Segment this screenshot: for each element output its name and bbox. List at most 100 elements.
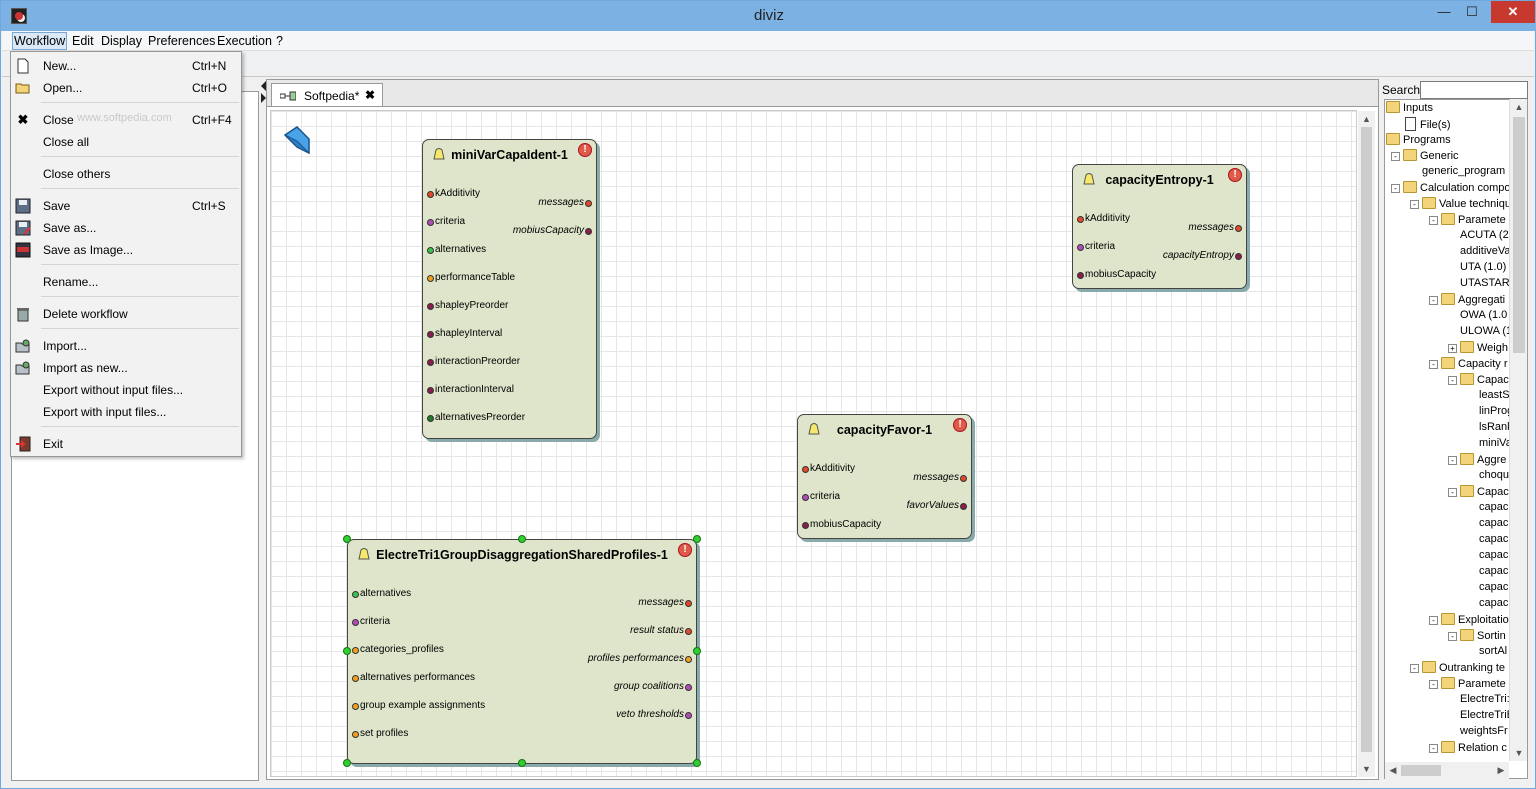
collapse-icon[interactable]: - [1429,744,1438,753]
tree-item[interactable]: choqu [1479,469,1509,481]
canvas-vertical-scrollbar[interactable]: ▲ ▼ [1358,111,1375,777]
scroll-thumb[interactable] [1401,765,1441,776]
tree-item[interactable]: capac [1479,581,1509,593]
collapse-icon[interactable]: - [1448,488,1457,497]
tree-item[interactable]: UTA (1.0) [1460,261,1507,273]
tree-item[interactable]: -Sortin [1448,629,1506,642]
collapse-icon[interactable]: - [1391,184,1400,193]
input-port[interactable]: interactionPreorder [427,356,520,367]
tree-item[interactable]: capac [1479,533,1509,545]
input-port[interactable]: alternatives performances [352,672,475,683]
input-port[interactable]: alternatives [352,588,411,599]
tree-item[interactable]: ElectreTriB [1460,709,1514,721]
output-port[interactable]: favorValues [907,500,967,511]
tree-item[interactable]: ElectreTri: [1460,693,1510,705]
menu-preferences[interactable]: Preferences [148,34,216,48]
node-capacityfavor[interactable]: capacityFavor-1 ! kAdditivity criteria m… [797,414,972,539]
collapse-icon[interactable]: - [1448,456,1457,465]
menu-item-delete-workflow[interactable]: Delete workflow [11,303,241,325]
node-minivarcapaident[interactable]: miniVarCapaIdent-1 ! kAdditivity criteri… [422,139,597,439]
scroll-thumb[interactable] [1361,127,1372,752]
resize-handle[interactable] [343,759,351,767]
menu-workflow[interactable]: Workflow [12,32,68,50]
output-port[interactable]: veto thresholds [616,709,692,720]
menu-item-import[interactable]: Import... [11,335,241,357]
output-port[interactable]: group coalitions [614,681,692,692]
tree-item[interactable]: File(s) [1405,117,1451,131]
input-port[interactable]: kAdditivity [427,188,480,199]
output-port[interactable]: messages [638,597,692,608]
menu-display[interactable]: Display [101,34,142,48]
tree-item[interactable]: ULOWA (1 [1460,325,1513,337]
input-port[interactable]: alternativesPreorder [427,412,525,423]
maximize-button[interactable]: ☐ [1466,4,1478,19]
input-port[interactable]: alternatives [427,244,486,255]
tree-item[interactable]: -Aggregati [1429,293,1505,306]
resize-handle[interactable] [693,647,701,655]
input-port[interactable]: interactionInterval [427,384,514,395]
menu-item-close-all[interactable]: Close all [43,135,90,149]
input-port[interactable]: criteria [1077,241,1115,252]
tree-item[interactable]: capac [1479,597,1509,609]
input-port[interactable]: shapleyInterval [427,328,502,339]
collapse-icon[interactable]: - [1410,664,1419,673]
scroll-left-arrow-icon[interactable]: ◀ [1389,765,1397,775]
input-port[interactable]: criteria [352,616,390,627]
scroll-right-arrow-icon[interactable]: ▶ [1497,765,1505,775]
input-port[interactable]: criteria [427,216,465,227]
tree-item[interactable]: -Outranking te [1410,661,1505,674]
input-port[interactable]: shapleyPreorder [427,300,508,311]
collapse-icon[interactable]: - [1448,632,1457,641]
menu-item-save[interactable]: Save Ctrl+S [11,195,241,217]
tree-item[interactable]: -Generic [1391,149,1459,162]
output-port[interactable]: profiles performances [588,653,692,664]
output-port[interactable]: messages [1188,222,1242,233]
tree-item[interactable]: capac [1479,517,1509,529]
collapse-icon[interactable]: - [1429,680,1438,689]
tree-item[interactable]: UTASTAR [1460,277,1510,289]
tab-close-icon[interactable]: ✖ [365,88,376,102]
input-port[interactable]: kAdditivity [802,463,855,474]
tree-item[interactable]: leastS [1479,389,1510,401]
tree-item[interactable]: -Value techniqu [1410,197,1511,210]
tree-item[interactable]: -Paramete [1429,213,1506,226]
resize-handle[interactable] [693,535,701,543]
node-capacityentropy[interactable]: capacityEntropy-1 ! kAdditivity criteria… [1072,164,1247,289]
input-port[interactable]: mobiusCapacity [802,519,881,530]
tree-horizontal-scrollbar[interactable]: ◀ ▶ [1385,762,1509,779]
output-port[interactable]: messages [913,472,967,483]
tree-item[interactable]: lsRank [1479,421,1513,433]
collapse-icon[interactable]: - [1429,296,1438,305]
tree-item[interactable]: -Aggre [1448,453,1506,466]
node-electretri-group-disaggregation[interactable]: ElectreTri1GroupDisaggregationSharedProf… [347,539,697,764]
menu-item-import-as-new[interactable]: Import as new... [11,357,241,379]
tree-item[interactable]: ACUTA (2 [1460,229,1509,241]
menu-item-save-as-image[interactable]: Save as Image... [11,239,241,261]
menu-help[interactable]: ? [276,34,283,48]
input-dropzone-icon[interactable] [283,125,311,155]
tree-item[interactable]: -Capac [1448,373,1509,386]
scroll-thumb[interactable] [1513,117,1525,353]
menu-item-new[interactable]: New... Ctrl+N [11,55,241,77]
menu-item-exit[interactable]: Exit [11,433,241,455]
scroll-down-arrow-icon[interactable]: ▼ [1514,748,1524,758]
scroll-up-arrow-icon[interactable]: ▲ [1514,102,1524,112]
tree-item[interactable]: capac [1479,549,1509,561]
search-input[interactable] [1420,81,1528,99]
tree-item[interactable]: generic_program ( [1422,165,1512,177]
input-port[interactable]: group example assignments [352,700,485,711]
menu-item-rename[interactable]: Rename... [43,275,99,289]
tree-item[interactable]: +Weigh [1448,341,1508,354]
input-port[interactable]: criteria [802,491,840,502]
tab-softpedia[interactable]: Softpedia* ✖ [271,83,383,108]
workflow-canvas[interactable]: miniVarCapaIdent-1 ! kAdditivity criteri… [270,110,1357,777]
tree-item[interactable]: -Exploitatio [1429,613,1509,626]
input-port[interactable]: mobiusCapacity [1077,269,1156,280]
tree-item[interactable]: additiveVa [1460,245,1511,257]
error-alert-icon[interactable]: ! [678,543,692,557]
tree-item[interactable]: Inputs [1386,101,1433,114]
menu-item-close[interactable]: ✖ Close Ctrl+F4 [11,109,241,131]
close-window-button[interactable]: ✕ [1491,1,1535,23]
tree-item[interactable]: -Paramete [1429,677,1506,690]
resize-handle[interactable] [343,647,351,655]
